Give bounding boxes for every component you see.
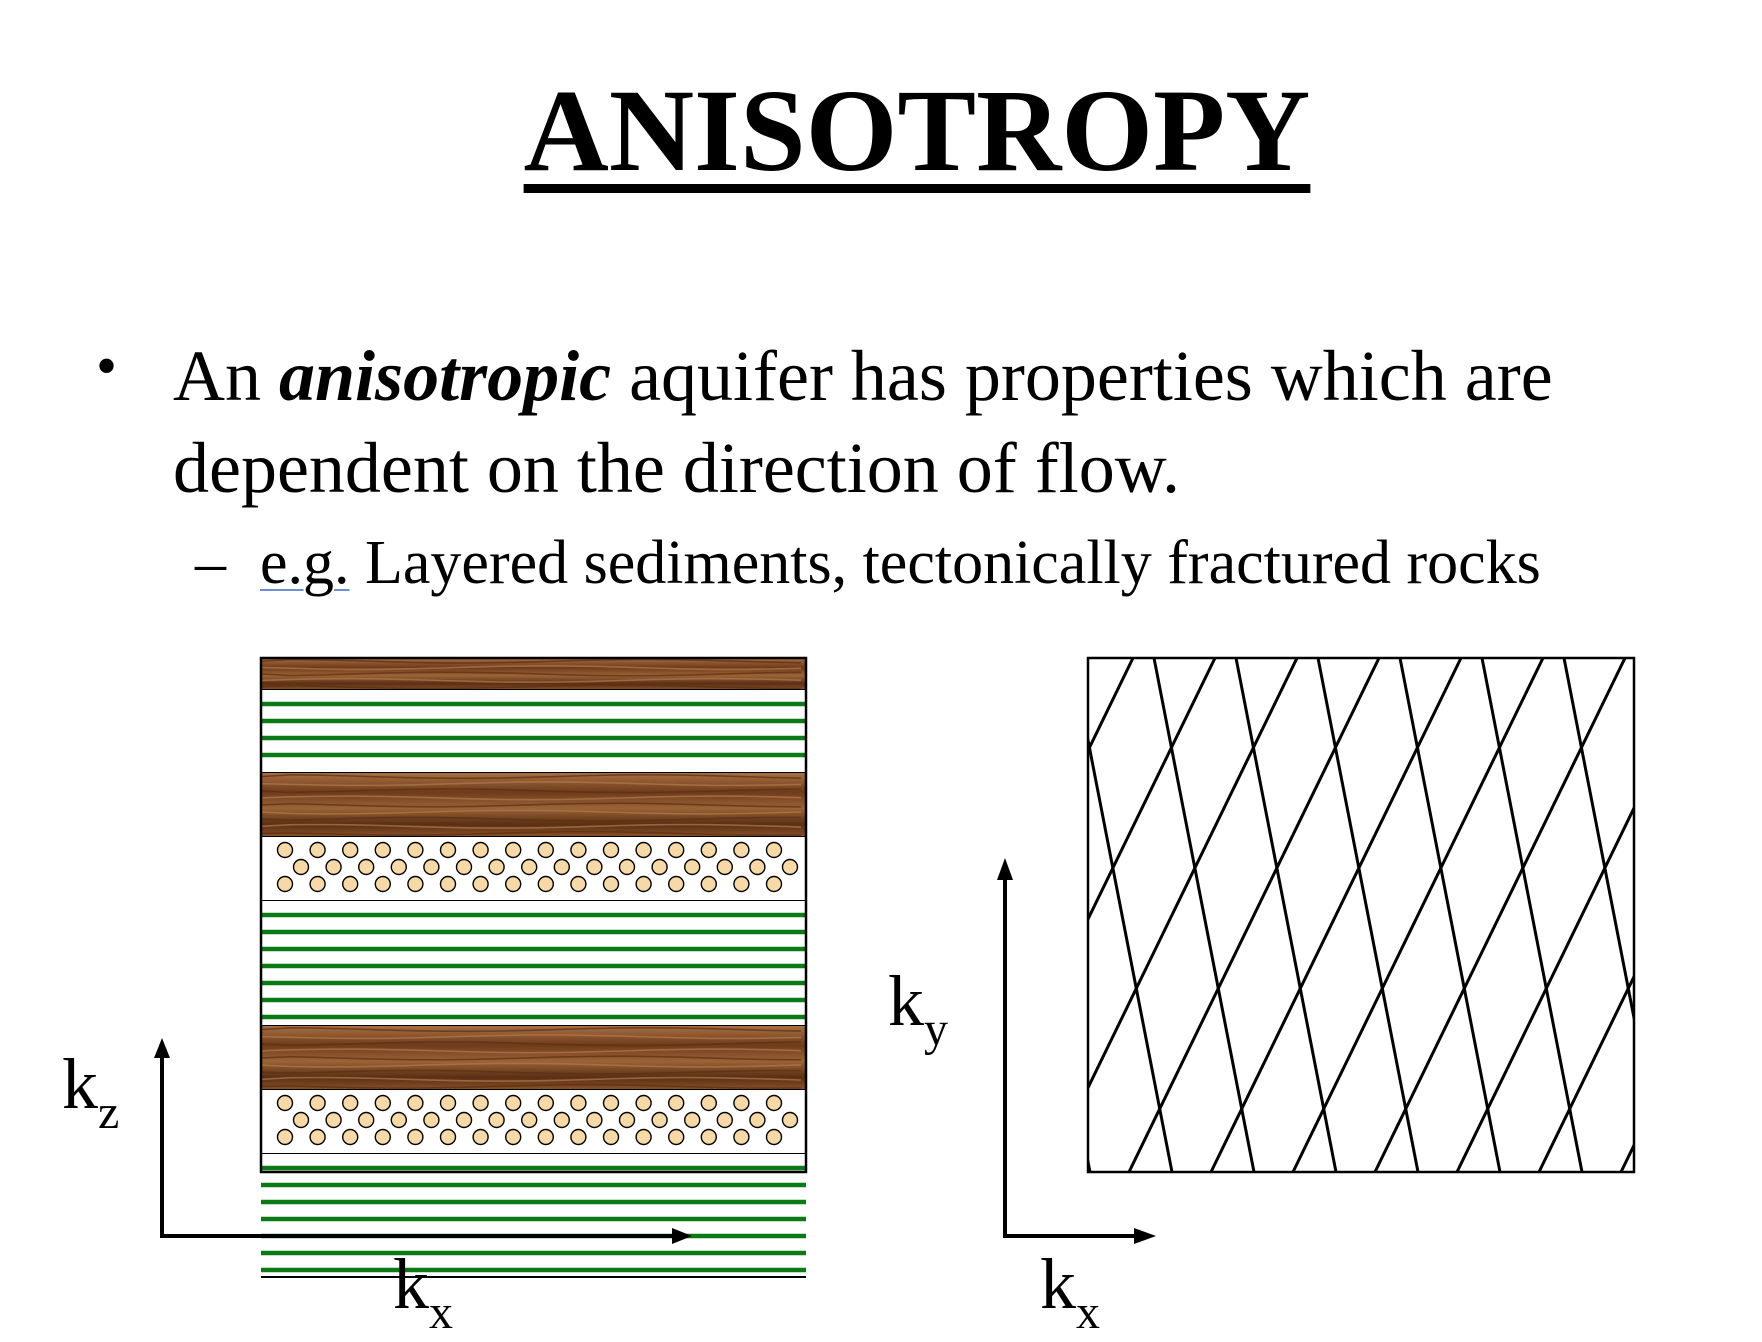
clay-layer [260, 773, 806, 838]
bullet-prefix: An [173, 336, 279, 416]
ky-label: ky [888, 961, 948, 1056]
fracture-lines [908, 658, 1746, 1172]
shale-layer [261, 901, 806, 1027]
fracture-set-b [1088, 658, 1135, 754]
fractured-rock-panel [908, 656, 1746, 1174]
ky-axis-arrowhead [997, 858, 1013, 880]
left-axes: kz kx [62, 1038, 692, 1339]
kz-axis-arrowhead [154, 1038, 170, 1058]
kz-label-base: k [62, 1044, 98, 1124]
fracture-set-b [1088, 658, 1217, 923]
fracture-set-b [1127, 658, 1381, 1172]
subbullet-dash: – [195, 529, 226, 597]
kx-label-left: kx [393, 1244, 453, 1339]
fracture-set-a [1152, 658, 1256, 1172]
fracture-set-a [1234, 658, 1338, 1172]
fracture-set-b [1537, 973, 1634, 1172]
bullet-emphasis: anisotropic [279, 336, 612, 416]
fracture-network [908, 658, 1746, 1172]
kx-label-right: kx [1040, 1244, 1100, 1339]
clay-layer [260, 658, 806, 691]
fracture-set-a [908, 658, 1008, 1172]
fracture-set-b [1088, 658, 1299, 1092]
fracture-set-b [1619, 1141, 1634, 1172]
kz-label-sub: z [98, 1086, 119, 1139]
fracture-set-a [1480, 658, 1584, 1172]
kx-label-right-sub: x [1076, 1286, 1100, 1339]
kx-label-left-base: k [393, 1244, 429, 1324]
fracture-set-a [1316, 658, 1420, 1172]
fracture-panel-border [1086, 656, 1636, 1174]
kx-label-right-base: k [1040, 1244, 1076, 1324]
clay-layer [260, 1026, 806, 1091]
kz-label: kz [62, 1044, 119, 1139]
sediment-layers [260, 658, 806, 1278]
right-axes: ky kx [888, 858, 1156, 1339]
eg-link[interactable]: e.g. [260, 529, 350, 597]
bullet-text: An anisotropic aquifer has properties wh… [173, 330, 1733, 514]
subbullet-text: e.g. Layered sediments, tectonically fra… [260, 532, 1541, 594]
shale-layer [261, 690, 806, 774]
bullet-marker: • [96, 333, 118, 399]
sand-layer [261, 1090, 806, 1155]
subbullet-body: Layered sediments, tectonically fracture… [349, 529, 1541, 597]
ky-label-sub: y [924, 1003, 948, 1056]
fracture-set-a [1646, 658, 1746, 1172]
sand-layer [261, 837, 806, 902]
page-title: ANISOTROPY [523, 65, 1311, 196]
layered-sediments-panel [259, 656, 808, 1278]
fracture-set-b [1291, 658, 1545, 1172]
fracture-set-a [1398, 658, 1502, 1172]
fracture-set-b [1209, 658, 1463, 1172]
layered-panel-border [259, 656, 808, 1174]
fracture-set-a [1562, 658, 1634, 1026]
fracture-set-b [1373, 658, 1627, 1172]
bullet-suffix: aquifer has properties which are depende… [173, 336, 1553, 508]
fracture-set-b [1455, 804, 1634, 1172]
ky-label-base: k [888, 961, 924, 1041]
kx-label-left-sub: x [429, 1286, 453, 1339]
kx-axis-arrowhead-right [1134, 1228, 1156, 1244]
kx-axis-arrowhead [672, 1228, 692, 1244]
shale-layer [261, 1154, 806, 1278]
